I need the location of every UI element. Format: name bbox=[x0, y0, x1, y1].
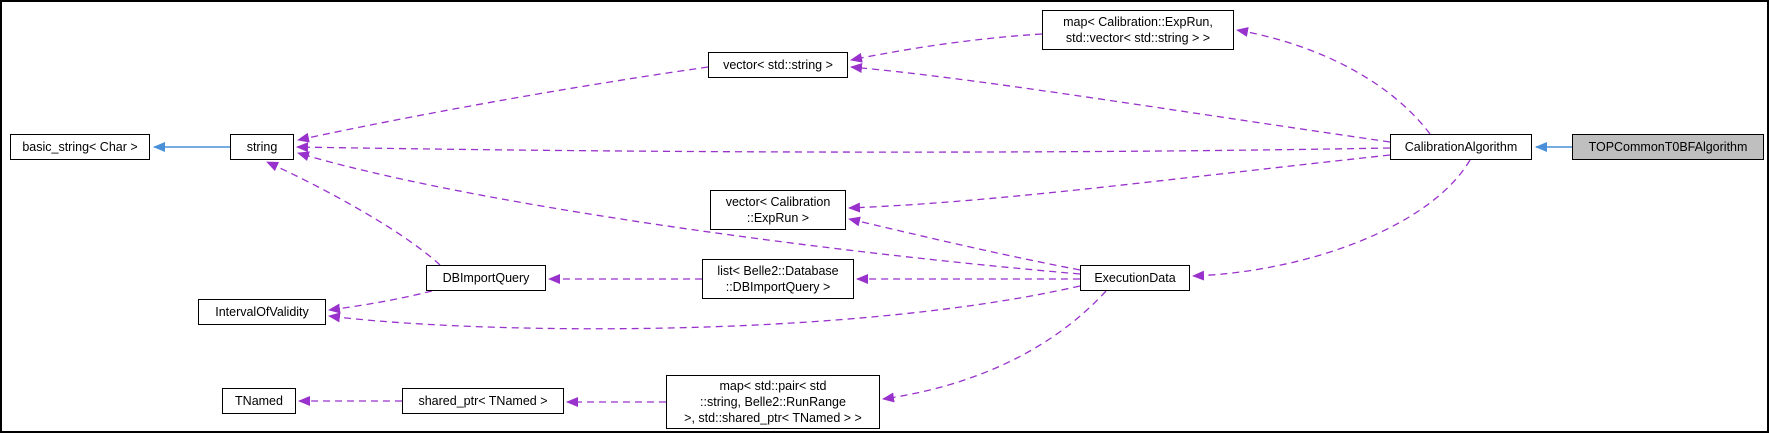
node-vector-exprun[interactable]: vector< Calibration ::ExpRun > bbox=[710, 190, 846, 230]
node-basic-string-label: basic_string< Char > bbox=[22, 140, 138, 154]
node-tnamed-label: TNamed bbox=[235, 394, 283, 408]
node-calibration-algorithm-label: CalibrationAlgorithm bbox=[1404, 140, 1518, 154]
node-map-pair-runrange-label-line3: >, std::shared_ptr< TNamed > > bbox=[684, 411, 862, 425]
edge-execution-data-to-vector-exprun bbox=[848, 216, 1081, 271]
node-top-common-t0bf-algorithm-label: TOPCommonT0BFAlgorithm bbox=[1588, 140, 1748, 154]
node-map-pair-runrange-label-line1: map< std::pair< std bbox=[719, 379, 827, 393]
edge-calibration-algorithm-to-map-exprun bbox=[1236, 27, 1431, 135]
edge-calibration-algorithm-to-execution-data bbox=[1192, 159, 1471, 281]
edge-map-exprun-to-vector-string bbox=[850, 33, 1043, 63]
node-string[interactable]: string bbox=[230, 134, 294, 160]
edge-execution-data-to-string bbox=[297, 151, 1081, 275]
node-basic-string[interactable]: basic_string< Char > bbox=[10, 134, 150, 160]
node-db-import-query-label: DBImportQuery bbox=[442, 271, 530, 285]
node-top-common-t0bf-algorithm: TOPCommonT0BFAlgorithm bbox=[1572, 134, 1764, 160]
node-shared-ptr-tnamed[interactable]: shared_ptr< TNamed > bbox=[402, 388, 564, 414]
node-calibration-algorithm[interactable]: CalibrationAlgorithm bbox=[1390, 134, 1532, 160]
edge-execution-data-to-map-pair-runrange bbox=[882, 290, 1107, 403]
node-shared-ptr-tnamed-label: shared_ptr< TNamed > bbox=[418, 394, 548, 408]
edge-calibration-algorithm-to-vector-exprun bbox=[848, 154, 1391, 213]
node-map-exprun[interactable]: map< Calibration::ExpRun, std::vector< s… bbox=[1042, 10, 1234, 50]
node-db-import-query[interactable]: DBImportQuery bbox=[426, 265, 546, 291]
node-vector-string[interactable]: vector< std::string > bbox=[708, 52, 848, 78]
edge-db-import-query-to-interval-of-validity bbox=[328, 290, 433, 314]
edge-vector-string-to-string bbox=[297, 66, 709, 143]
edge-db-import-query-to-string bbox=[266, 161, 441, 266]
node-map-exprun-label-line2: std::vector< std::string > > bbox=[1065, 31, 1211, 45]
edge-calibration-algorithm-to-vector-string bbox=[850, 63, 1391, 143]
node-map-exprun-label-line1: map< Calibration::ExpRun, bbox=[1063, 15, 1213, 29]
node-interval-of-validity-label: IntervalOfValidity bbox=[215, 305, 309, 319]
node-vector-exprun-label-line2: ::ExpRun > bbox=[746, 211, 810, 225]
edge-calibration-algorithm-to-string bbox=[296, 142, 1391, 153]
node-list-db-import-query-label-line2: ::DBImportQuery > bbox=[725, 280, 831, 294]
node-list-db-import-query[interactable]: list< Belle2::Database ::DBImportQuery > bbox=[702, 259, 854, 299]
node-interval-of-validity[interactable]: IntervalOfValidity bbox=[198, 299, 326, 325]
node-list-db-import-query-label-line1: list< Belle2::Database bbox=[717, 264, 839, 278]
node-execution-data[interactable]: ExecutionData bbox=[1080, 265, 1190, 291]
node-vector-string-label: vector< std::string > bbox=[723, 58, 833, 72]
node-tnamed[interactable]: TNamed bbox=[222, 388, 296, 414]
node-execution-data-label: ExecutionData bbox=[1094, 271, 1176, 285]
node-string-label: string bbox=[246, 140, 278, 154]
edge-execution-data-to-interval-of-validity bbox=[328, 285, 1081, 330]
node-vector-exprun-label-line1: vector< Calibration bbox=[725, 195, 831, 209]
node-map-pair-runrange[interactable]: map< std::pair< std ::string, Belle2::Ru… bbox=[666, 375, 880, 429]
node-map-pair-runrange-label-line2: ::string, Belle2::RunRange bbox=[700, 395, 846, 409]
